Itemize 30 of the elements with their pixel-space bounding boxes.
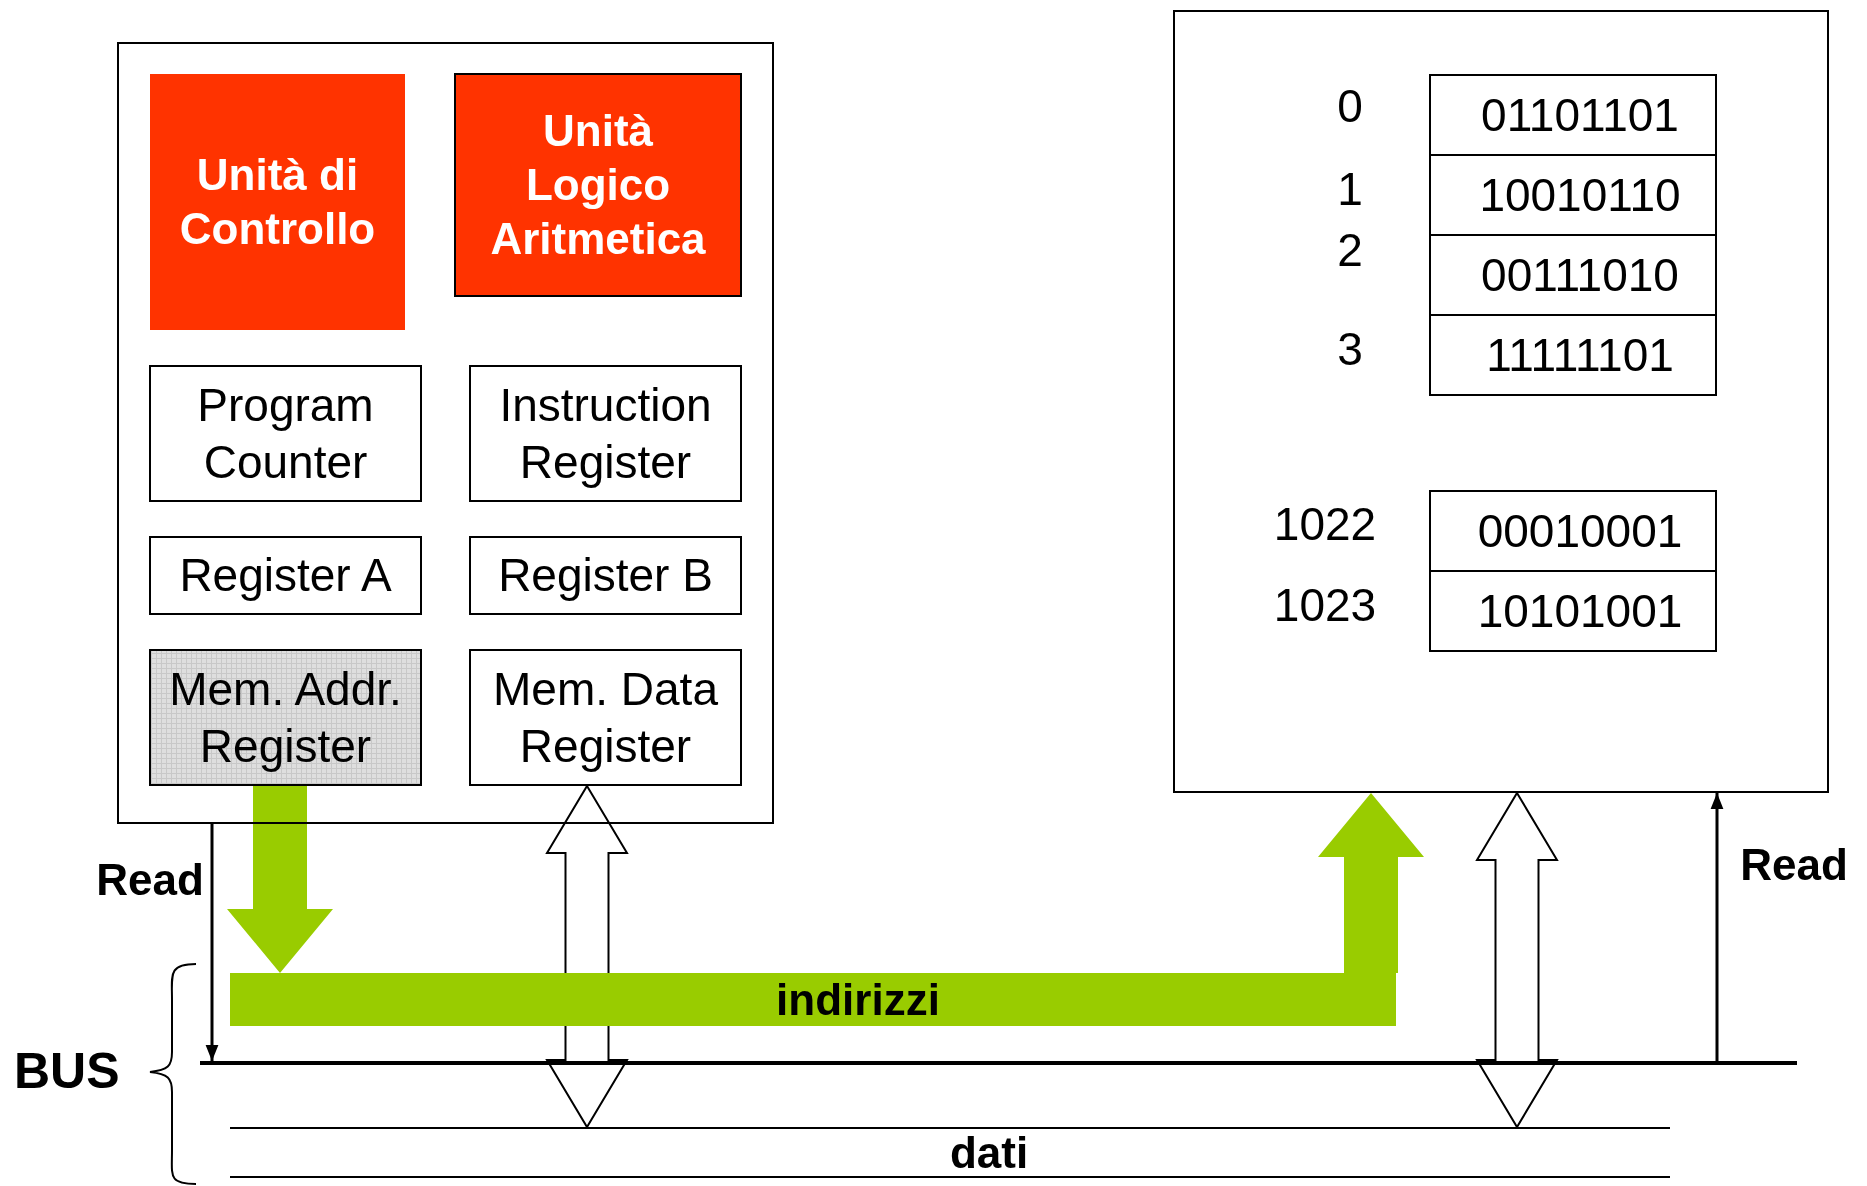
register-box: Register A xyxy=(149,536,422,615)
address-label: 3 xyxy=(1337,321,1363,377)
unit-block: Unità di Controllo xyxy=(150,74,405,330)
memory-cell: 10010110 xyxy=(1429,154,1717,236)
arrow xyxy=(1710,793,1724,1061)
memory-cell: 00010001 xyxy=(1429,490,1717,572)
bus-label: BUS xyxy=(14,1042,120,1100)
address-label: 1023 xyxy=(1273,577,1377,633)
memory-cell: 01101101 xyxy=(1429,74,1717,156)
address-label: 1 xyxy=(1337,161,1363,217)
memory-frame xyxy=(1173,10,1829,793)
memory-cell: 11111101 xyxy=(1429,314,1717,396)
register-box: Mem. Addr. Register xyxy=(149,649,422,786)
memory-cell: 00111010 xyxy=(1429,234,1717,316)
data-bus-band: dati xyxy=(230,1127,1670,1178)
memory-cell: 10101001 xyxy=(1429,570,1717,652)
register-box: Register B xyxy=(469,536,742,615)
register-box: Instruction Register xyxy=(469,365,742,502)
address-label: 2 xyxy=(1337,222,1363,278)
address-label: 0 xyxy=(1337,78,1363,134)
arrow xyxy=(205,824,219,1061)
register-box: Mem. Data Register xyxy=(469,649,742,786)
address-bus-band: indirizzi xyxy=(230,973,1396,1026)
unit-block: Unità Logico Aritmetica xyxy=(454,73,742,297)
address-label: 1022 xyxy=(1273,496,1377,552)
block-arrow xyxy=(1318,793,1424,973)
register-box: Program Counter xyxy=(149,365,422,502)
cpu-frame xyxy=(117,42,774,824)
double-arrow xyxy=(1475,791,1559,1129)
block-arrow xyxy=(227,786,333,973)
